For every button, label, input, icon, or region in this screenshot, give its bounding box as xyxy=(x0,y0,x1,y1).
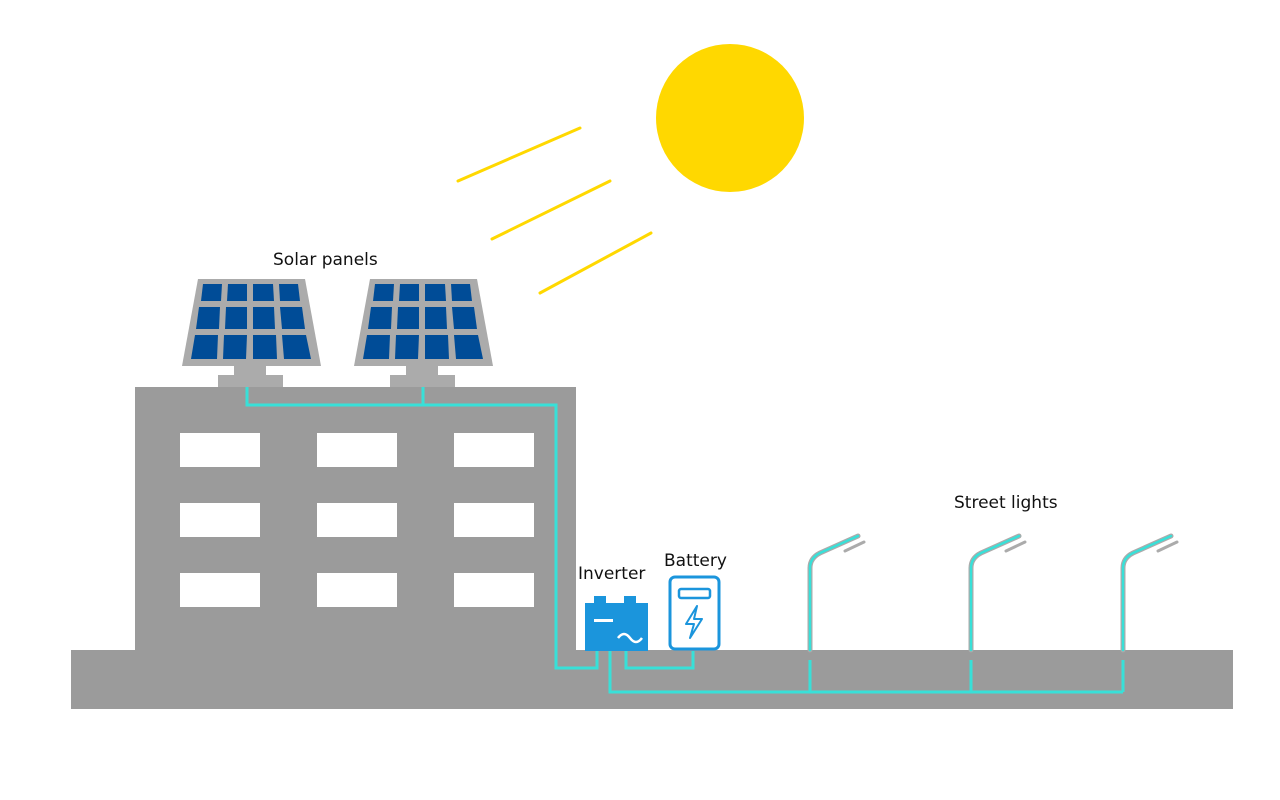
panel-to-inverter-wire xyxy=(245,387,599,670)
solar-panel xyxy=(354,279,493,387)
sun xyxy=(656,44,804,192)
panel-base xyxy=(218,375,283,387)
window xyxy=(180,503,260,537)
window xyxy=(317,433,397,467)
window xyxy=(317,573,397,607)
wiring xyxy=(245,387,1125,694)
inverter-to-battery-wire xyxy=(624,651,695,670)
panel-post xyxy=(406,364,438,375)
sun-rays xyxy=(456,126,653,295)
building-windows xyxy=(180,433,534,607)
street-lights-label: Street lights xyxy=(954,493,1058,513)
window xyxy=(454,573,534,607)
battery-icon xyxy=(668,575,721,651)
battery-label: Battery xyxy=(664,551,727,571)
inverter-icon xyxy=(585,596,648,651)
window xyxy=(454,503,534,537)
window xyxy=(180,433,260,467)
inverter-to-lights-wire xyxy=(608,651,1123,694)
street-light xyxy=(807,533,866,653)
window xyxy=(317,503,397,537)
panel-cells xyxy=(191,284,311,359)
window xyxy=(454,433,534,467)
street-light xyxy=(1120,533,1179,653)
solar-panel xyxy=(182,279,321,387)
street-light xyxy=(968,533,1027,653)
panel-post xyxy=(234,364,266,375)
ground xyxy=(71,650,1233,709)
window xyxy=(180,573,260,607)
panel-base xyxy=(390,375,455,387)
panel-cells xyxy=(363,284,483,359)
sun-ray xyxy=(456,126,582,183)
sun-ray xyxy=(538,231,653,295)
inverter-label: Inverter xyxy=(578,564,645,584)
sun-ray xyxy=(490,179,612,241)
solar-panels-label: Solar panels xyxy=(273,250,378,270)
